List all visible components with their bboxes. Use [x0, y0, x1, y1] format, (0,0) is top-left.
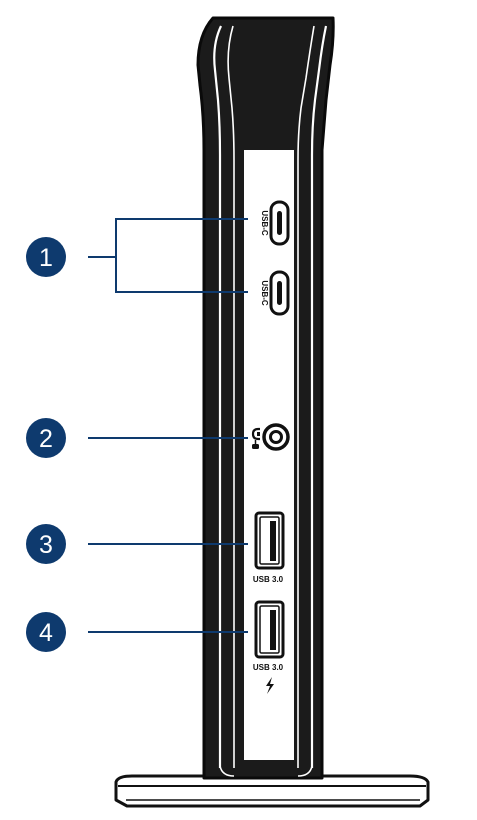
- device-base: [114, 774, 430, 808]
- callout-badge-1: 1: [26, 237, 66, 277]
- callout-lines: [88, 218, 248, 633]
- headset-audio-jack-icon: [251, 427, 260, 449]
- callout-number-2: 2: [39, 425, 53, 453]
- usb-a-port-2: USB 3.0: [253, 600, 285, 694]
- audio-jack-port: [251, 423, 290, 451]
- usb-c-port-label: USB-C: [260, 280, 269, 306]
- callout-badge-2: 2: [26, 418, 66, 458]
- callout-badge-4: 4: [26, 612, 66, 652]
- callout-badge-3: 3: [26, 524, 66, 564]
- usb-a-port-1: USB 3.0: [253, 511, 285, 584]
- lightning-charge-icon: [266, 677, 274, 694]
- usb-c-port-label: USB-C: [260, 210, 269, 236]
- callout-number-3: 3: [39, 531, 53, 559]
- usb-c-port-1: USB-C: [260, 200, 290, 246]
- callout-bracket-1: [115, 218, 248, 293]
- callout-number-1: 1: [39, 244, 53, 272]
- usb-c-port-2: USB-C: [260, 270, 290, 316]
- usb-a-port-icon: [254, 511, 285, 570]
- usb-a-port-label: USB 3.0: [253, 663, 284, 672]
- usb-a-port-label: USB 3.0: [253, 575, 284, 584]
- callout-number-4: 4: [39, 619, 53, 647]
- usb-a-port-icon: [254, 600, 285, 659]
